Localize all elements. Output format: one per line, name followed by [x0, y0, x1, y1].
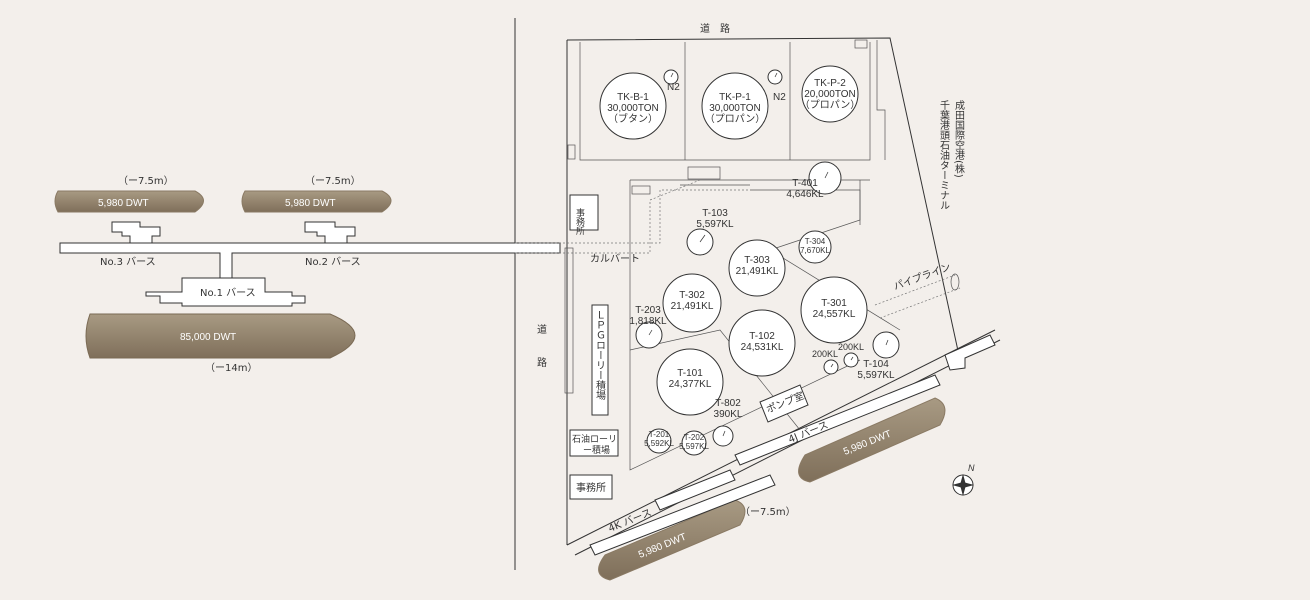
tank-label-tk-p-2-capacity: 20,000TON — [804, 89, 856, 100]
tank-t202 — [681, 430, 707, 456]
ship-no2 — [241, 190, 392, 213]
tank-label-tk-b-1-note: （ブタン） — [608, 112, 658, 125]
north-compass — [952, 474, 974, 496]
tank-tkb1 — [599, 72, 667, 140]
tank-label-t-203-id: T-203 — [635, 305, 661, 316]
berth-4j-deck — [734, 374, 941, 466]
tank-label-t-202-id: T-202 — [684, 433, 705, 442]
tank-t304 — [798, 230, 832, 264]
no3-depth: （ー7.5m） — [118, 175, 174, 187]
ship-no1 — [85, 313, 356, 359]
tank-label-t-401-id: T-401 — [792, 178, 818, 189]
4k-depth: （ー7.5m） — [740, 506, 796, 518]
tank-label-t-103-capacity: 5,597KL — [696, 219, 734, 230]
tank-tkp1 — [701, 72, 769, 140]
tank-t101 — [656, 348, 724, 416]
lpg-lorry-label: ＬＰＧローリー積場 — [594, 310, 606, 401]
quay-edge — [574, 339, 1001, 556]
office-building-2 — [569, 474, 613, 500]
tank-labels: TK-B-130,000TON（ブタン）TK-P-130,000TON（プロパン… — [607, 78, 895, 451]
tank-label-t-104-id: T-104 — [863, 359, 889, 370]
tank-t301 — [800, 276, 868, 344]
tank-label-t-201-capacity: 5,592KL — [644, 439, 674, 448]
lpg-lorry-station — [591, 304, 609, 416]
oil-lorry-station — [569, 429, 619, 457]
tank-t102 — [728, 309, 796, 377]
tank-label-t-304-id: T-304 — [805, 237, 826, 246]
oil-lorry-label: 石油ローリ — [572, 433, 617, 445]
terminal-boundary — [566, 37, 961, 545]
berth-no1-label: No.1 バース — [200, 287, 256, 299]
tank-label-tk-p-1-id: TK-P-1 — [719, 92, 751, 103]
tank-label-t-301-id: T-301 — [821, 298, 847, 309]
ship-4j — [798, 397, 946, 483]
road-label-left-a: 道 — [537, 323, 547, 336]
tank-label-tk-p-1-note: （プロパン） — [705, 113, 766, 125]
ship-4k — [598, 499, 746, 581]
office-building-1 — [569, 194, 599, 231]
company-label: 成田国際空港(株) 千葉港頭石油ターミナル — [938, 100, 965, 210]
tank-label-t-101-id: T-101 — [677, 368, 703, 379]
tank-t303 — [728, 239, 786, 297]
north-label: N — [968, 463, 975, 473]
tank-label-t-303-id: T-303 — [744, 255, 770, 266]
tank-label-tk-p-2-note: （プロパン） — [800, 99, 861, 111]
office-1-label: 事務所 — [574, 207, 585, 236]
tank-label-t-304-capacity: 7,670KL — [800, 246, 830, 255]
tank-label-t-202-capacity: 5,597KL — [679, 442, 709, 451]
no1-depth: （ー14m） — [205, 362, 257, 374]
n2-label-2: N2 — [773, 92, 786, 103]
no3-dwt: 5,980 DWT — [98, 198, 149, 209]
n2-label-1: N2 — [667, 82, 680, 93]
tanks — [599, 65, 900, 456]
tank-label-t-102-capacity: 24,531KL — [741, 342, 784, 353]
road-label-top: 道 路 — [700, 22, 730, 35]
tank-t201 — [646, 428, 672, 454]
small-tank-label-1: 200KL — [812, 349, 838, 359]
tank-label-t-301-capacity: 24,557KL — [813, 309, 856, 320]
tank-label-t-303-capacity: 21,491KL — [736, 266, 779, 277]
tank-label-tk-b-1-id: TK-B-1 — [617, 92, 649, 103]
berth-no2-label: No.2 バース — [305, 256, 361, 268]
pump-room — [759, 384, 809, 423]
tank-label-t-802-capacity: 390KL — [714, 409, 743, 420]
no1-berth-platform — [145, 277, 306, 307]
berth-4j-label: 4J バース — [787, 419, 830, 446]
tank-label-t-302-capacity: 21,491KL — [671, 301, 714, 312]
small-tank-label-2: 200KL — [838, 342, 864, 352]
no2-berth-head — [304, 221, 356, 244]
tank-label-t-802-id: T-802 — [715, 398, 741, 409]
no3-berth-head — [111, 221, 161, 244]
culvert-path — [515, 189, 750, 244]
tank-label-t-101-capacity: 24,377KL — [669, 379, 712, 390]
culvert-label: カルバート — [590, 253, 640, 265]
tank-label-t-203-capacity: 1,818KL — [629, 316, 667, 327]
tank-label-t-102-id: T-102 — [749, 331, 775, 342]
tank-label-t-302-id: T-302 — [679, 290, 705, 301]
svg-text:成田国際空港(株): 成田国際空港(株) — [953, 100, 965, 178]
berth-no3-label: No.3 バース — [100, 256, 156, 268]
berth-4k-deck — [589, 474, 776, 556]
road-label-left-b: 路 — [537, 356, 547, 369]
tank-label-tk-p-2-id: TK-P-2 — [814, 78, 846, 89]
tank-label-t-201-id: T-201 — [649, 430, 670, 439]
svg-text:千葉港頭石油ターミナル: 千葉港頭石油ターミナル — [938, 100, 950, 210]
tank-label-t-104-capacity: 5,597KL — [857, 370, 895, 381]
tank-label-t-103-id: T-103 — [702, 208, 728, 219]
tank-label-tk-p-1-capacity: 30,000TON — [709, 103, 761, 114]
lpg-area-wall — [579, 42, 871, 161]
no2-depth: （ー7.5m） — [305, 175, 361, 187]
tank-tkp2 — [801, 65, 859, 123]
svg-text:ー積場: ー積場 — [583, 444, 610, 456]
no1-dwt: 85,000 DWT — [180, 332, 236, 343]
ship-no3 — [54, 190, 204, 213]
tank-label-tk-b-1-capacity: 30,000TON — [607, 103, 659, 114]
pipeline-label: パイプライン — [892, 261, 952, 293]
tank-t302 — [662, 273, 722, 333]
tank-label-t-401-capacity: 4,646KL — [786, 189, 824, 200]
office-2-label: 事務所 — [576, 481, 606, 494]
no2-dwt: 5,980 DWT — [285, 198, 336, 209]
